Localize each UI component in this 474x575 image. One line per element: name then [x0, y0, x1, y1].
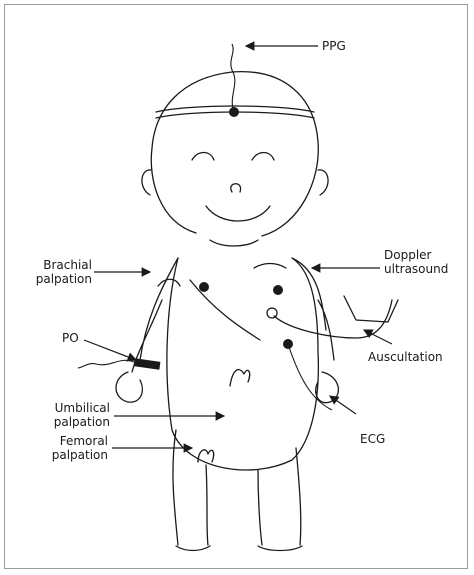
right-arm — [292, 258, 334, 360]
umbilical-label-line1: Umbilical — [26, 401, 110, 415]
femoral-label: Femoral palpation — [30, 434, 108, 462]
ecg-label: ECG — [360, 432, 385, 446]
stethoscope-chestpiece — [267, 308, 277, 318]
auscultation-arrow — [364, 330, 392, 344]
ecg-arrow — [330, 396, 356, 414]
right-leg — [258, 448, 301, 545]
neck — [210, 240, 258, 246]
umbilical-label-line2: palpation — [26, 415, 110, 429]
doppler-label: Doppler ultrasound — [384, 248, 448, 276]
left-eye — [192, 153, 214, 161]
po-arrow — [84, 340, 136, 360]
umbilical-fingers — [230, 370, 250, 386]
brachial-label-line1: Brachial — [30, 258, 92, 272]
femoral-label-line2: palpation — [30, 448, 108, 462]
po-label: PO — [62, 331, 79, 345]
doppler-label-line1: Doppler — [384, 248, 448, 262]
left-leg — [173, 430, 208, 545]
ecg-electrode-1 — [199, 282, 209, 292]
feet — [176, 546, 302, 551]
brachial-label-line2: palpation — [30, 272, 92, 286]
infant-head-outline — [151, 72, 318, 236]
ppg-label: PPG — [322, 39, 346, 53]
ecg-lead-wire — [288, 344, 332, 410]
ppg-lead-wire — [231, 44, 235, 112]
auscultation-label: Auscultation — [368, 350, 443, 364]
ecg-electrode-2 — [273, 285, 283, 295]
stethoscope-tube — [274, 300, 392, 338]
doppler-probe — [254, 264, 286, 269]
umbilical-label: Umbilical palpation — [26, 401, 110, 429]
nose — [231, 184, 241, 192]
doppler-label-line2: ultrasound — [384, 262, 448, 276]
right-ear — [318, 170, 328, 195]
femoral-label-line1: Femoral — [30, 434, 108, 448]
right-eye — [252, 153, 274, 161]
left-ear — [142, 170, 152, 195]
right-hand — [316, 372, 339, 403]
mouth — [206, 206, 270, 221]
brachial-fingers — [158, 279, 180, 286]
left-hand — [116, 372, 142, 402]
left-arm — [132, 258, 178, 372]
po-sensor-cuff — [134, 358, 161, 370]
brachial-label: Brachial palpation — [30, 258, 92, 286]
po-lead-wire — [78, 360, 134, 368]
